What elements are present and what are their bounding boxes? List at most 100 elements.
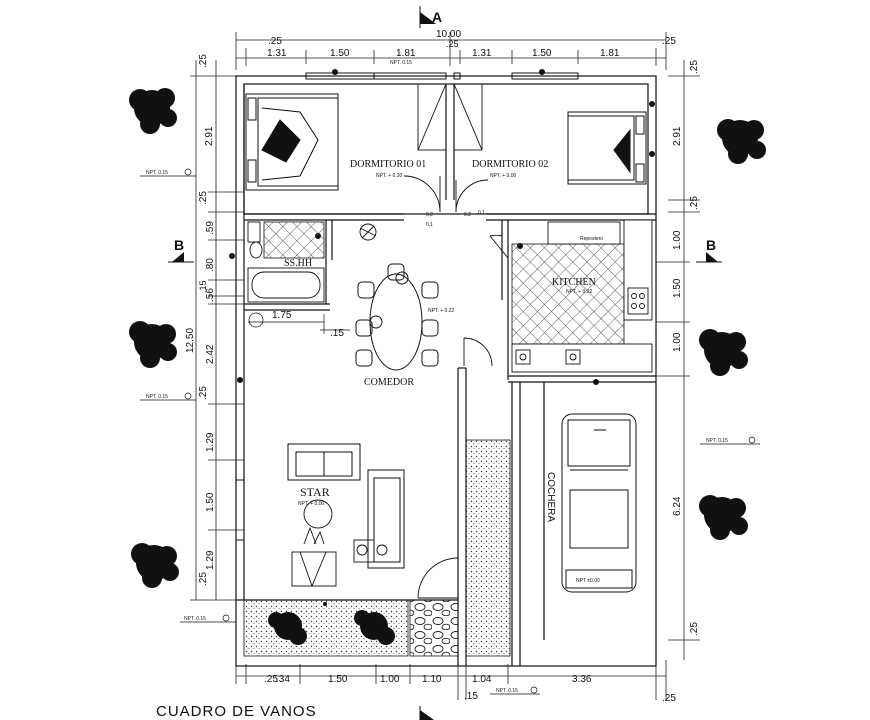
level-marker-left-2 bbox=[140, 392, 196, 401]
dim-bottom-3: 1.10 bbox=[422, 674, 442, 685]
level-living: NPT. + 0.00 bbox=[298, 501, 324, 507]
level-marker-right bbox=[700, 436, 760, 445]
dim-right-1: 2.91 bbox=[672, 126, 683, 146]
level-marker-left-3 bbox=[180, 614, 236, 623]
stone-path bbox=[409, 599, 459, 657]
dim-top-edge-left: .25 bbox=[268, 36, 282, 47]
section-mark-a-bottom bbox=[419, 706, 434, 720]
level-garage: NPT ±0.00 bbox=[576, 578, 600, 584]
dim-left-total: 12.50 bbox=[185, 328, 196, 353]
dim-left-edge-1: .25 bbox=[198, 54, 209, 68]
fireplace-icon bbox=[291, 526, 337, 588]
room-label-dorm-2: DORMITORIO 02 bbox=[472, 159, 548, 170]
door-code-1: 0.2 bbox=[426, 212, 433, 218]
door-code-3: 0.2 bbox=[464, 212, 471, 218]
corridor-paving bbox=[465, 439, 511, 657]
room-label-kitchen: KITCHEN bbox=[552, 277, 596, 288]
dim-left-edge-3: .25 bbox=[198, 386, 209, 400]
section-label-b-right: B bbox=[706, 237, 716, 253]
footer-title: CUADRO DE VANOS bbox=[156, 703, 317, 720]
bathtub-icon bbox=[247, 267, 325, 303]
kitchen-sink-icon bbox=[515, 349, 581, 365]
kitchen-pantry-label: Repostero bbox=[580, 236, 603, 242]
sofa-icon-right bbox=[367, 469, 405, 569]
tree-icon-right-top bbox=[717, 119, 766, 164]
dim-top-seg-3: 1.81 bbox=[396, 48, 416, 59]
level-marker-bottom bbox=[490, 686, 540, 695]
level-bottom: NPT. 0.15 bbox=[496, 688, 518, 694]
section-mark-b-left: B bbox=[168, 237, 194, 263]
level-outside-left-2: NPT. 0.15 bbox=[146, 394, 168, 400]
dim-left-8: 1.50 bbox=[205, 492, 216, 512]
level-outside-left-1: NPT. 0.15 bbox=[146, 170, 168, 176]
dim-right-4: 1.00 bbox=[672, 332, 683, 352]
bottom-dimension-lines bbox=[235, 660, 667, 700]
tree-icon-left-mid bbox=[129, 321, 177, 368]
level-dorm-1: NPT. + 0.20 bbox=[376, 173, 402, 179]
tree-icon-left-top bbox=[129, 88, 177, 134]
stove-icon bbox=[627, 287, 649, 315]
dim-top-seg-1: 1.31 bbox=[267, 48, 287, 59]
level-top: NPT. 0.15 bbox=[390, 60, 412, 66]
door-hall bbox=[463, 337, 493, 367]
door-kitchen bbox=[489, 234, 509, 259]
door-bedroom-2 bbox=[455, 179, 489, 213]
dim-left-4: .15 bbox=[198, 280, 208, 293]
dim-left-2: .59 bbox=[205, 221, 216, 235]
room-label-bath: SS.HH bbox=[284, 258, 312, 269]
tree-icon-left-bottom bbox=[131, 543, 179, 588]
right-dimension-lines bbox=[656, 60, 700, 660]
kitchen-counter-right bbox=[623, 219, 653, 321]
dim-top-seg-2: 1.50 bbox=[330, 48, 350, 59]
room-label-dining: COMEDOR bbox=[364, 377, 414, 388]
section-mark-b-right: B bbox=[696, 237, 722, 263]
bed-icon-dorm-1 bbox=[245, 93, 339, 191]
kitchen-counter-bottom bbox=[511, 343, 653, 373]
dim-bottom-4: 1.04 bbox=[472, 674, 492, 685]
tree-icon-right-bottom bbox=[699, 495, 748, 540]
dim-top-seg-5: 1.50 bbox=[532, 48, 552, 59]
car-icon bbox=[561, 413, 637, 593]
armchair-icon bbox=[353, 539, 388, 563]
level-outside-right: NPT. 0.15 bbox=[706, 438, 728, 444]
bed-icon-dorm-2 bbox=[567, 111, 647, 185]
dim-right-edge-3: .25 bbox=[689, 622, 700, 636]
dim-bottom-5: 3.36 bbox=[572, 674, 592, 685]
shrub-icon-right bbox=[354, 610, 395, 645]
level-dining: NPT. + 0.22 bbox=[428, 308, 454, 314]
dim-left-5: .56 bbox=[205, 288, 216, 302]
top-windows bbox=[305, 72, 579, 80]
bath-inner-dimension bbox=[248, 312, 350, 334]
living-window bbox=[235, 479, 245, 541]
top-dimension-lines bbox=[235, 32, 667, 70]
dim-top-seg-4: 1.31 bbox=[472, 48, 492, 59]
dim-left-edge-2: .25 bbox=[198, 191, 209, 205]
dim-left-3: .80 bbox=[205, 258, 216, 272]
dim-top-total: 10.00 bbox=[436, 29, 461, 40]
tree-icon-right-mid bbox=[699, 329, 748, 376]
plant-icon-dining bbox=[359, 223, 377, 241]
sofa-icon-top bbox=[287, 443, 361, 481]
dim-right-5: 6.24 bbox=[672, 496, 683, 516]
room-label-garage: COCHERA bbox=[545, 472, 556, 522]
room-label-dorm-1: DORMITORIO 01 bbox=[350, 159, 426, 170]
left-dimension-lines bbox=[190, 60, 244, 601]
dim-bottom-edge-left: .25 bbox=[264, 674, 278, 685]
dim-bottom-small: .15 bbox=[464, 691, 478, 702]
level-kitchen: NPT. + 0.22 bbox=[566, 289, 592, 295]
dim-left-1: 2.91 bbox=[204, 126, 215, 146]
coffee-table-icon bbox=[303, 499, 333, 529]
dim-bottom-2: 1.00 bbox=[380, 674, 400, 685]
dim-right-3: 1.50 bbox=[672, 278, 683, 298]
level-dorm-2: NPT. + 0.00 bbox=[490, 173, 516, 179]
dim-right-edge-2: .25 bbox=[689, 196, 700, 210]
dim-left-edge-4: .25 bbox=[198, 572, 209, 586]
closets bbox=[417, 83, 483, 151]
door-code-2: 0.1 bbox=[426, 222, 433, 228]
door-code-4: 0.1 bbox=[478, 210, 485, 216]
dim-right-2: 1.00 bbox=[672, 230, 683, 250]
section-label-b-left: B bbox=[174, 237, 184, 253]
dim-left-7: 1.29 bbox=[205, 432, 216, 452]
dim-bottom-edge-right: .25 bbox=[662, 693, 676, 704]
